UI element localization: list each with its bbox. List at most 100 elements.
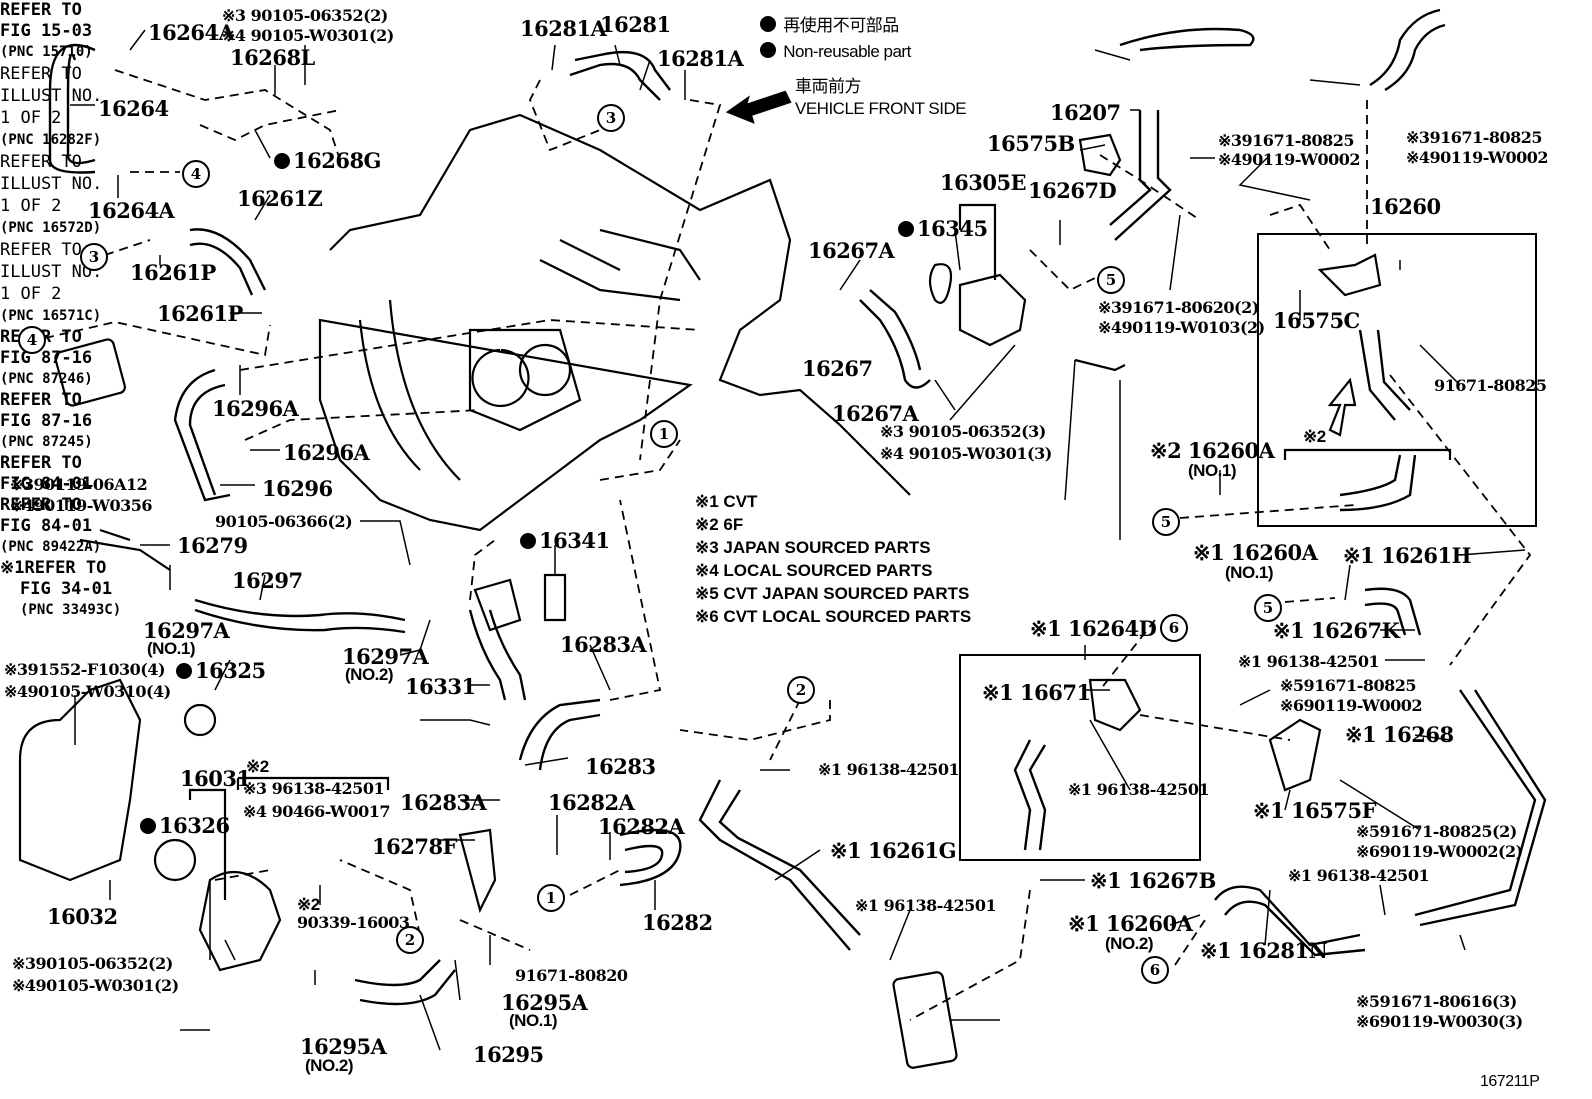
part-16268L[interactable]: 16268L — [230, 45, 315, 70]
part-16267K[interactable]: ※1 16267K — [1273, 618, 1400, 643]
part-16278F[interactable]: 16278F — [372, 834, 457, 859]
callout-4[interactable]: 4 — [18, 326, 46, 354]
part-16671[interactable]: ※1 16671 — [982, 680, 1091, 705]
part-16295A[interactable]: 16295A — [300, 1034, 387, 1059]
ref-fig-84-01-a[interactable]: REFER TO FIG 84-01 — [0, 453, 1592, 495]
ref-fig-87-16-b[interactable]: REFER TO FIG 87-16 (PNC 87245) — [0, 390, 1592, 453]
bolt-91671-80825[interactable]: ※391671-80825 — [1218, 131, 1355, 150]
part-16295A[interactable]: 16295A — [501, 990, 588, 1015]
part-16279[interactable]: 16279 — [177, 533, 248, 558]
bolt-91671-80825[interactable]: 91671-80825 — [1434, 376, 1547, 395]
part-16207[interactable]: 16207 — [1050, 100, 1121, 125]
bolt-90119-W0103[interactable]: ※490119-W0103(2) — [1098, 318, 1265, 337]
part-90339-16003[interactable]: 90339-16003 — [297, 913, 410, 932]
callout-1[interactable]: 1 — [537, 884, 565, 912]
callout-6[interactable]: 6 — [1160, 614, 1188, 642]
part-16031[interactable]: 16031 — [180, 766, 251, 791]
callout-5[interactable]: 5 — [1254, 594, 1282, 622]
bolt-90119-W0002[interactable]: ※490119-W0002 — [1218, 150, 1360, 169]
part-16296A[interactable]: 16296A — [212, 396, 299, 421]
part-16282A[interactable]: 16282A — [598, 814, 685, 839]
part-16296[interactable]: 16296 — [262, 476, 333, 501]
part-96138-42501[interactable]: ※3 96138-42501 — [243, 779, 385, 798]
part-96138-42501[interactable]: ※1 96138-42501 — [1238, 652, 1380, 671]
part-16281[interactable]: 16281 — [600, 12, 671, 37]
part-16264[interactable]: 16264 — [98, 96, 169, 121]
part-16261P[interactable]: 16261P — [130, 260, 216, 285]
part-16261H[interactable]: ※1 16261H — [1343, 543, 1471, 568]
bolt-90105-06366[interactable]: 90105-06366(2) — [215, 512, 353, 531]
bolt-90105-W0301[interactable]: ※490105-W0301(2) — [12, 976, 179, 995]
part-16281A[interactable]: 16281A — [520, 16, 607, 41]
part-16341[interactable]: 16341 — [520, 530, 610, 551]
bolt-90119-W0002[interactable]: ※690119-W0002 — [1280, 696, 1422, 715]
ref-fig-84-01-b[interactable]: REFER TO FIG 84-01 (PNC 89422A) — [0, 495, 1592, 558]
ref-illust-16572D[interactable]: REFER TO ILLUST NO. 1 OF 2 (PNC 16572D) — [0, 151, 1592, 239]
bolt-91671-80825[interactable]: ※591671-80825 — [1280, 676, 1417, 695]
part-16305E[interactable]: 16305E — [940, 170, 1027, 195]
part-16575C[interactable]: 16575C — [1273, 308, 1360, 333]
bolt-90119-06A12[interactable]: ※390119-06A12 — [10, 475, 148, 494]
part-16283[interactable]: 16283 — [585, 754, 656, 779]
bolt-90119-W0030[interactable]: ※690119-W0030(3) — [1356, 1012, 1523, 1031]
part-16295[interactable]: 16295 — [473, 1042, 544, 1067]
part-16267A[interactable]: 16267A — [808, 238, 895, 263]
part-16283A[interactable]: 16283A — [560, 632, 647, 657]
bolt-90105-06352[interactable]: ※3 90105-06352(3) — [880, 422, 1046, 441]
part-96138-42501[interactable]: ※1 96138-42501 — [1068, 780, 1210, 799]
part-16261Z[interactable]: 16261Z — [237, 186, 323, 211]
part-16282[interactable]: 16282 — [642, 910, 713, 935]
part-16260[interactable]: 16260 — [1370, 194, 1441, 219]
part-16264A[interactable]: 16264A — [148, 20, 235, 45]
part-16283A[interactable]: 16283A — [400, 790, 487, 815]
part-16261P[interactable]: 16261P — [157, 301, 243, 326]
part-16297A[interactable]: 16297A — [143, 618, 230, 643]
part-16282A[interactable]: 16282A — [548, 790, 635, 815]
callout-6[interactable]: 6 — [1141, 956, 1169, 984]
part-16297[interactable]: 16297 — [232, 568, 303, 593]
callout-5[interactable]: 5 — [1152, 508, 1180, 536]
bolt-90119-W0002[interactable]: ※690119-W0002(2) — [1356, 842, 1523, 861]
part-90466-W0017[interactable]: ※4 90466-W0017 — [243, 802, 391, 821]
part-96138-42501[interactable]: ※1 96138-42501 — [1288, 866, 1430, 885]
part-16260A[interactable]: ※2 16260A — [1150, 438, 1275, 463]
bolt-91671-80616[interactable]: ※591671-80616(3) — [1356, 992, 1517, 1011]
part-16296A[interactable]: 16296A — [283, 440, 370, 465]
part-16260A[interactable]: ※1 16260A — [1068, 911, 1193, 936]
part-16267[interactable]: 16267 — [802, 356, 873, 381]
bolt-90105-06352[interactable]: ※3 90105-06352(2) — [222, 6, 388, 25]
bolt-90119-W0356[interactable]: ※490119-W0356 — [10, 496, 152, 515]
part-16297A[interactable]: 16297A — [342, 644, 429, 669]
part-16264A[interactable]: 16264A — [88, 198, 175, 223]
bolt-90105-W0301[interactable]: ※4 90105-W0301(2) — [222, 26, 394, 45]
part-16268G[interactable]: 16268G — [274, 150, 382, 171]
part-16267B[interactable]: ※1 16267B — [1090, 868, 1216, 893]
callout-2[interactable]: 2 — [787, 676, 815, 704]
part-16345[interactable]: 16345 — [898, 218, 988, 239]
callout-3[interactable]: 3 — [597, 104, 625, 132]
part-16326[interactable]: 16326 — [140, 815, 230, 836]
part-16032[interactable]: 16032 — [47, 904, 118, 929]
bolt-91552-F1030[interactable]: ※391552-F1030(4) — [4, 660, 166, 679]
part-16267A[interactable]: 16267A — [832, 401, 919, 426]
bolt-90105-W0310[interactable]: ※490105-W0310(4) — [4, 682, 171, 701]
part-16575B[interactable]: 16575B — [987, 131, 1075, 156]
bolt-90105-06352[interactable]: ※390105-06352(2) — [12, 954, 173, 973]
part-16281N[interactable]: ※1 16281N — [1200, 938, 1328, 963]
bolt-90105-W0301[interactable]: ※4 90105-W0301(3) — [880, 444, 1052, 463]
callout-3[interactable]: 3 — [80, 243, 108, 271]
part-16331[interactable]: 16331 — [405, 674, 476, 699]
bolt-91671-80820[interactable]: 91671-80820 — [515, 966, 628, 985]
part-16267D[interactable]: 16267D — [1028, 178, 1117, 203]
callout-1[interactable]: 1 — [650, 420, 678, 448]
part-16261G[interactable]: ※1 16261G — [830, 838, 957, 863]
ref-fig-34-01[interactable]: ※1REFER TO FIG 34-01 (PNC 33493C) — [0, 558, 1592, 621]
callout-4[interactable]: 4 — [182, 160, 210, 188]
part-16260A[interactable]: ※1 16260A — [1193, 540, 1318, 565]
ref-illust-16571C[interactable]: REFER TO ILLUST NO. 1 OF 2 (PNC 16571C) — [0, 239, 1592, 327]
bolt-91671-80825[interactable]: ※391671-80825 — [1406, 128, 1543, 147]
part-16575F[interactable]: ※1 16575F — [1253, 798, 1377, 823]
callout-5[interactable]: 5 — [1097, 266, 1125, 294]
bolt-91671-80620[interactable]: ※391671-80620(2) — [1098, 298, 1259, 317]
part-16268[interactable]: ※1 16268 — [1345, 722, 1454, 747]
